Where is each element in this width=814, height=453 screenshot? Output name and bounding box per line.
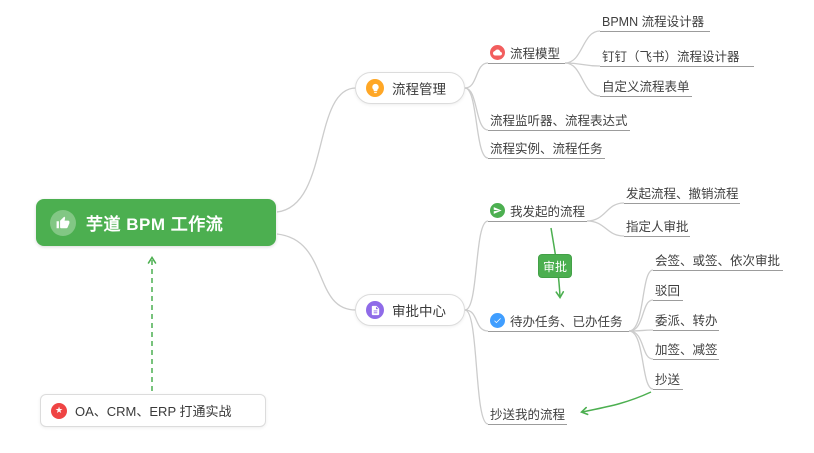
node-add-reduce-sign[interactable]: 加签、减签: [653, 339, 719, 360]
node-process-model[interactable]: 流程模型: [488, 43, 565, 64]
cc-flow-arrow: [580, 391, 652, 416]
cloud-icon: [490, 44, 505, 60]
node-oa-crm-erp[interactable]: ★ OA、CRM、ERP 打通实战: [40, 394, 266, 427]
annotation-label: OA、CRM、ERP 打通实战: [75, 404, 232, 419]
node-custom-form[interactable]: 自定义流程表单: [600, 76, 692, 97]
branch-label: 流程管理: [392, 82, 446, 97]
node-approval-center[interactable]: 审批中心: [355, 294, 465, 326]
node-initiate-cancel-flow[interactable]: 发起流程、撤销流程: [624, 183, 740, 204]
node-countersign-or-sequential[interactable]: 会签、或签、依次审批: [653, 250, 783, 271]
node-cc-my-flows[interactable]: 抄送我的流程: [488, 404, 567, 425]
node-delegate-transfer[interactable]: 委派、转办: [653, 310, 719, 331]
approval-edge-badge[interactable]: 审批: [538, 254, 572, 278]
node-reject[interactable]: 驳回: [653, 280, 683, 301]
branch-label: 审批中心: [392, 304, 446, 319]
node-process-instance-task[interactable]: 流程实例、流程任务: [488, 138, 605, 159]
send-icon: [490, 202, 505, 218]
root-label: 芋道 BPM 工作流: [86, 215, 224, 234]
check-icon: [490, 312, 505, 328]
tree-connectors: [276, 30, 654, 425]
node-process-management[interactable]: 流程管理: [355, 72, 465, 104]
node-my-initiated-flows[interactable]: 我发起的流程: [488, 201, 587, 222]
document-icon: [366, 301, 384, 319]
node-dingtalk-feishu-designer[interactable]: 钉钉（飞书）流程设计器: [600, 46, 754, 67]
node-root[interactable]: 芋道 BPM 工作流: [36, 199, 276, 246]
star-icon: ★: [51, 402, 67, 419]
node-cc[interactable]: 抄送: [653, 369, 683, 390]
lightbulb-icon: [366, 79, 384, 97]
node-assigned-approver[interactable]: 指定人审批: [624, 216, 690, 237]
node-todo-done-tasks[interactable]: 待办任务、已办任务: [488, 311, 629, 332]
node-process-listener-expression[interactable]: 流程监听器、流程表达式: [488, 110, 630, 131]
node-bpmn-designer[interactable]: BPMN 流程设计器: [600, 11, 710, 32]
thumbs-up-icon: [50, 209, 76, 236]
